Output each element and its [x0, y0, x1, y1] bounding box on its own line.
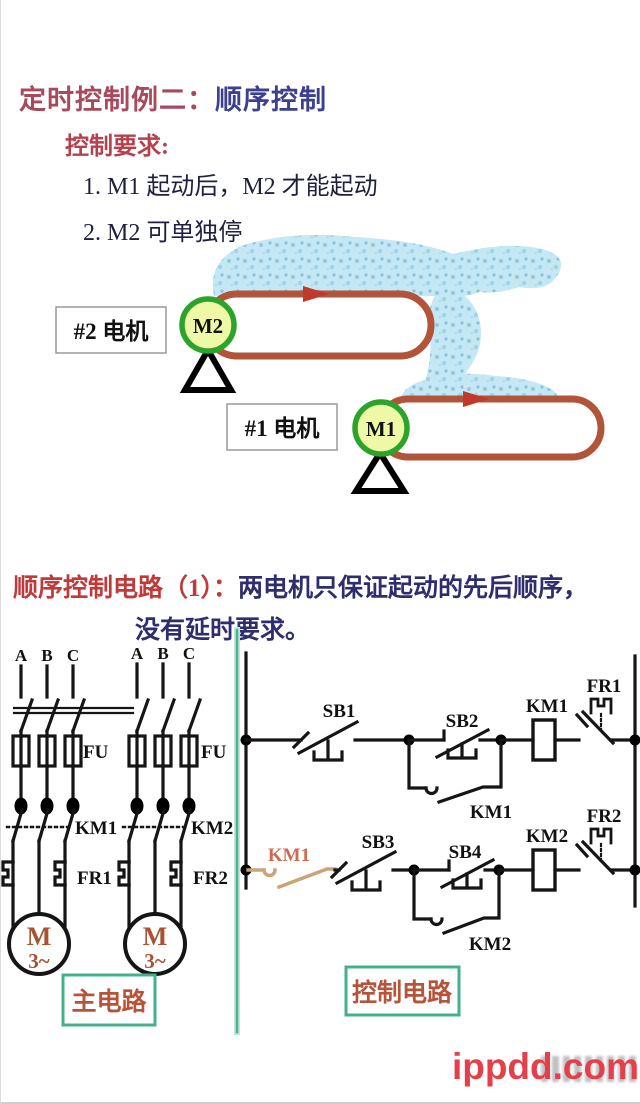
- motor1-3ph: 3~: [28, 949, 50, 973]
- fuse1-label: FU: [83, 742, 109, 763]
- km2-main-label: KM2: [191, 818, 233, 839]
- knife-switch-1: [14, 700, 133, 731]
- km1-interlock-label: KM1: [268, 845, 310, 866]
- main-branch-1: A B C FU KM1: [3, 646, 133, 974]
- fr2-main-label: FR2: [193, 868, 228, 889]
- rung-1: SB1 SB2 KM1: [241, 676, 640, 823]
- km1-coil: KM1: [526, 696, 568, 760]
- motor1-label: M1: [366, 417, 396, 441]
- fr1-contact: FR1: [577, 676, 621, 743]
- sb1-label: SB1: [323, 701, 356, 722]
- watermark: ippdd.com: [452, 1046, 639, 1088]
- circuit-diagram: A B C FU KM1: [1, 640, 640, 1040]
- sb1-stop-button: SB1: [294, 701, 357, 760]
- motor2-m: M: [143, 922, 168, 951]
- fuse2-label: FU: [201, 742, 227, 763]
- thermal-relay-fr1: FR1: [3, 862, 112, 889]
- sb2-label: SB2: [446, 711, 479, 732]
- km2-coil-label: KM2: [526, 826, 568, 847]
- sb3-stop-button: SB3: [332, 832, 395, 890]
- km2-coil: KM2: [526, 826, 568, 890]
- km1-interlock-contact: KM1: [248, 845, 335, 887]
- phase-c-label: C: [67, 646, 79, 665]
- contactor-contacts-km1: KM1: [7, 798, 117, 842]
- phase-a-label: A: [15, 646, 28, 665]
- section-desc-1: 两电机只保证起动的先后顺序，: [238, 575, 588, 602]
- motor2-caption-box: #2 电机: [56, 307, 166, 353]
- conveyor-belt-2: [206, 286, 431, 356]
- km1-coil-label: KM1: [526, 696, 568, 717]
- control-circuit: SB1 SB2 KM1: [241, 653, 640, 1015]
- sb2-start-button: SB2: [437, 711, 488, 758]
- fr1-main-label: FR1: [77, 868, 112, 889]
- section-heading: 顺序控制电路（1）：两电机只保证起动的先后顺序，: [13, 568, 588, 604]
- motor-symbol-2: M 3~: [125, 914, 185, 974]
- main-branch-2: A B C FU KM2: [119, 644, 233, 974]
- motor1-caption: #1 电机: [245, 416, 320, 441]
- motor1-stand: [356, 453, 404, 491]
- fr2-contact-label: FR2: [587, 806, 622, 827]
- conveyor-belt-1: [379, 391, 601, 457]
- motor2-3ph: 3~: [144, 949, 166, 973]
- sb4-start-button: SB4: [442, 842, 493, 888]
- sb4-label: SB4: [449, 842, 482, 863]
- fr2-contact: FR2: [577, 806, 621, 873]
- motor-2: M2: [182, 299, 234, 351]
- motor1-m: M: [27, 922, 52, 951]
- km1-aux-label: KM1: [470, 802, 512, 823]
- km2-aux-label: KM2: [469, 934, 511, 955]
- contactor-contacts-km2: KM2: [123, 798, 233, 842]
- title-main: 顺序控制: [215, 85, 327, 115]
- main-circuit-caption-box: 主电路: [63, 975, 155, 1025]
- knife-switch-2: [137, 700, 200, 731]
- section-heading-red: 顺序控制电路（1）：: [13, 575, 238, 602]
- thermal-relay-fr2: FR2: [119, 862, 228, 889]
- page-title: 定时控制例二：顺序控制: [19, 78, 327, 117]
- km1-main-label: KM1: [75, 818, 117, 839]
- km2-aux-contact: KM2: [414, 870, 511, 955]
- main-circuit: A B C FU KM1: [3, 644, 233, 1025]
- rung-2: KM1 SB3 SB4: [241, 806, 640, 955]
- fuse-2: FU: [129, 736, 227, 766]
- motor-symbol-1: M 3~: [9, 914, 69, 974]
- conveyor-illustration: M2 M1 #2 电机 #1 电机: [1, 228, 640, 510]
- phase-b-label: B: [41, 646, 52, 665]
- motor-1: M1: [355, 402, 407, 454]
- fr1-contact-label: FR1: [587, 676, 622, 697]
- control-circuit-caption-box: 控制电路: [346, 967, 459, 1015]
- sb3-label: SB3: [362, 832, 395, 853]
- fuse-1: FU: [13, 736, 109, 766]
- control-circuit-caption: 控制电路: [352, 979, 453, 1007]
- phase-c2-label: C: [183, 644, 195, 663]
- main-circuit-caption: 主电路: [71, 988, 147, 1016]
- motor1-caption-box: #1 电机: [227, 404, 337, 450]
- motor2-caption: #2 电机: [74, 319, 149, 344]
- requirement-item-1: 1. M1 起动后，M2 才能起动: [83, 166, 378, 201]
- requirements-heading: 控制要求:: [65, 126, 169, 161]
- motor2-label: M2: [193, 314, 223, 338]
- title-prefix: 定时控制例二：: [19, 85, 215, 115]
- phase-a2-label: A: [131, 644, 144, 663]
- phase-b2-label: B: [157, 644, 168, 663]
